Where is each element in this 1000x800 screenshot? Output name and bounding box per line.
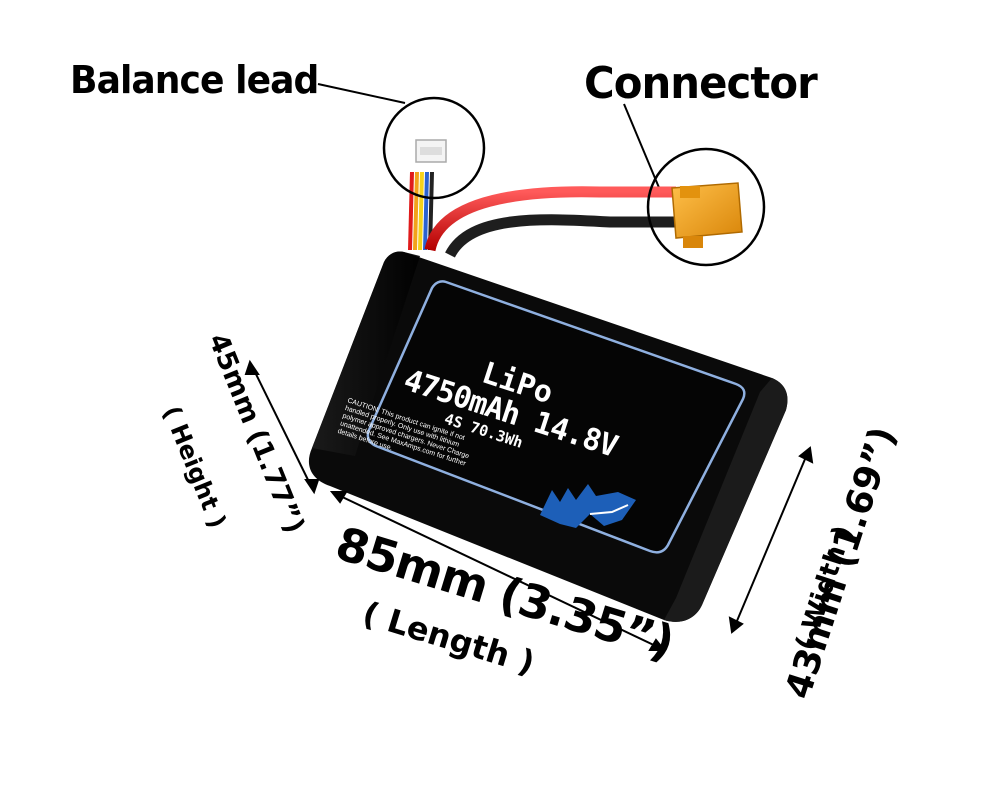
balance-lead-leader bbox=[317, 83, 406, 104]
connector-label: Connector bbox=[584, 58, 818, 109]
red-wire bbox=[424, 186, 676, 252]
connector-circle bbox=[646, 147, 766, 267]
balance-lead-circle bbox=[382, 96, 486, 200]
length-arrow bbox=[329, 491, 667, 651]
battery-label-panel bbox=[366, 280, 746, 554]
xt-connector bbox=[671, 182, 743, 248]
balance-lead-label: Balance lead bbox=[70, 58, 319, 102]
black-wire bbox=[445, 214, 676, 258]
height-arrow bbox=[244, 359, 320, 495]
connector-leader bbox=[623, 103, 661, 191]
balance-wires bbox=[408, 139, 447, 251]
width-arrow bbox=[728, 446, 814, 634]
brand-logo bbox=[540, 484, 636, 528]
